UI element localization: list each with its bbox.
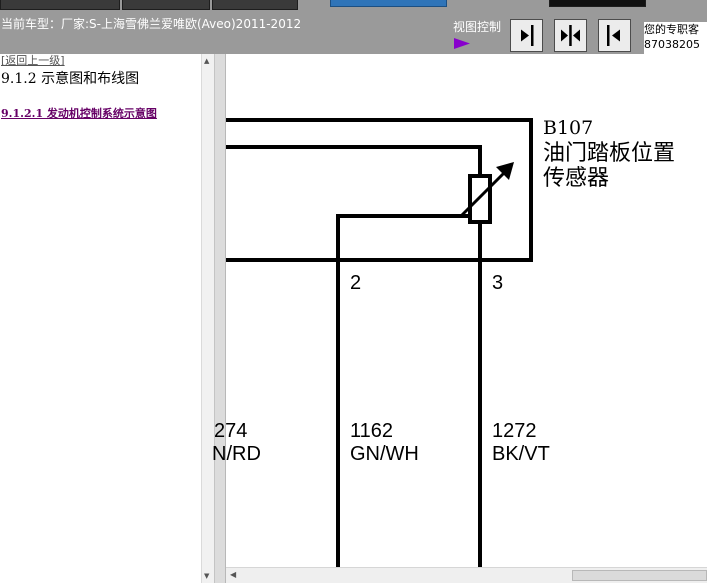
- pin-label-2: 2: [350, 272, 361, 294]
- split-center-icon: [561, 25, 580, 46]
- wire-color-274: N/RD: [212, 443, 261, 465]
- wire-number-274: 274: [214, 420, 247, 442]
- expand-right-icon: [521, 25, 534, 46]
- wire-number-1162: 1162: [350, 420, 393, 442]
- component-name-line-1: 油门踏板位置: [543, 141, 675, 166]
- scroll-left-arrow-icon[interactable]: ◀: [230, 570, 237, 579]
- view-button-collapse-left[interactable]: [598, 19, 631, 52]
- top-toolbar: 当前车型：厂家:S-上海雪佛兰爱唯欧(Aveo)2011-2012 视图控制 您…: [0, 0, 707, 54]
- component-name-line-2: 传感器: [543, 166, 609, 191]
- contact-line-1: 您的专职客: [644, 23, 699, 36]
- left-vertical-scrollbar[interactable]: ▲ ▼: [201, 54, 214, 583]
- diagram-horizontal-scrollbar[interactable]: ◀: [226, 567, 707, 583]
- navigation-pane: [返回上一级] 9.1.2 示意图和布线图 9.1.2.1 发动机控制系统示意图: [0, 54, 201, 583]
- toolbar-tab-5[interactable]: [549, 0, 646, 7]
- scrollbar-thumb[interactable]: [572, 570, 707, 581]
- scroll-up-arrow-icon[interactable]: ▲: [204, 57, 210, 65]
- vehicle-title: 当前车型：厂家:S-上海雪佛兰爱唯欧(Aveo)2011-2012: [1, 17, 302, 31]
- wiring-diagram[interactable]: B107 油门踏板位置 传感器 2 3 274 N/RD 1162 GN/WH …: [212, 54, 707, 567]
- pin-label-3: 3: [492, 272, 503, 294]
- wire-color-1272: BK/VT: [492, 443, 550, 465]
- wire-color-1162: GN/WH: [350, 443, 419, 465]
- view-button-expand-right[interactable]: [510, 19, 543, 52]
- sensor-wiper-arrow: [458, 168, 509, 219]
- contact-phone: 87038205: [644, 38, 700, 51]
- sensor-arrow-head-icon: [496, 162, 514, 180]
- view-button-split-center[interactable]: [554, 19, 587, 52]
- service-contact-info: 您的专职客 87038205: [644, 22, 707, 54]
- wiring-diagram-canvas: B107 油门踏板位置 传感器 2 3 274 N/RD 1162 GN/WH …: [212, 117, 675, 567]
- section-title: 9.1.2 示意图和布线图: [1, 71, 140, 87]
- wire-signal: [336, 214, 470, 567]
- toolbar-tab-4[interactable]: [330, 0, 447, 7]
- toolbar-tab-3[interactable]: [212, 0, 298, 10]
- scroll-down-arrow-icon[interactable]: ▼: [204, 572, 210, 580]
- wire-number-1272: 1272: [492, 420, 537, 442]
- component-id: B107: [543, 117, 593, 139]
- toolbar-tab-2[interactable]: [122, 0, 210, 10]
- wire-sensor-supply: [226, 145, 482, 176]
- toolbar-tab-1[interactable]: [0, 0, 120, 10]
- section-link-engine-control[interactable]: 9.1.2.1 发动机控制系统示意图: [1, 107, 157, 120]
- view-control-label: 视图控制: [453, 20, 502, 34]
- wire-outer-loop: [226, 118, 533, 262]
- play-arrow-icon: [454, 38, 470, 49]
- collapse-left-icon: [607, 25, 620, 46]
- pane-splitter[interactable]: [214, 54, 226, 583]
- back-link[interactable]: [返回上一级]: [1, 54, 65, 67]
